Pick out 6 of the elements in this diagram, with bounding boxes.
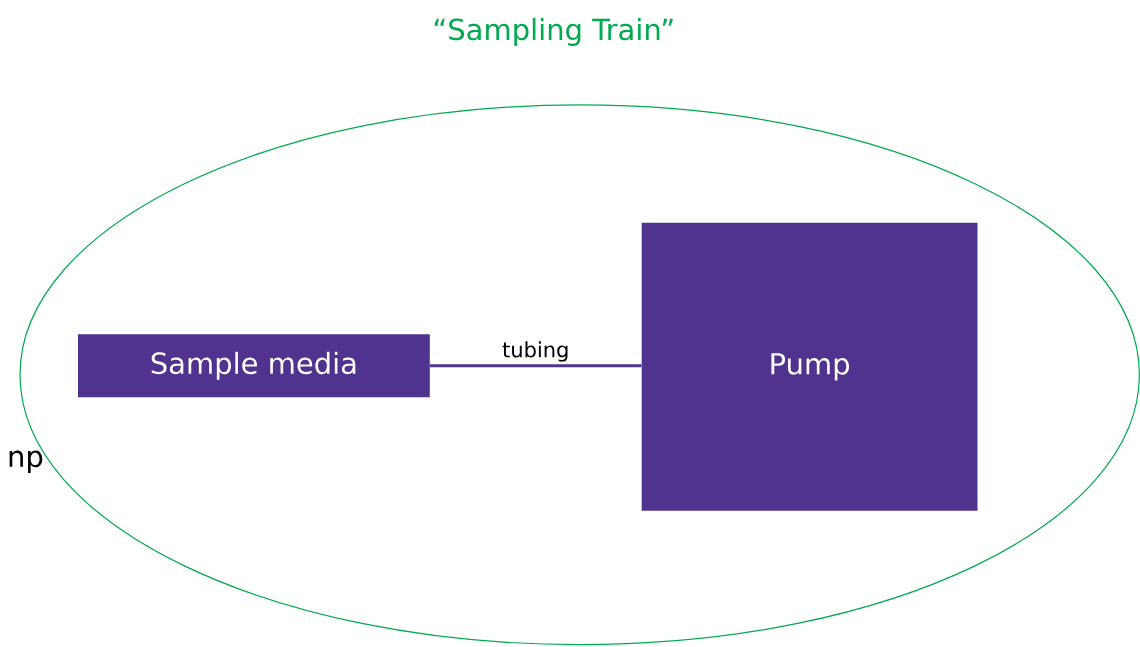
process-box: Sample media xyxy=(77,334,430,398)
edge-label: tubing xyxy=(502,341,568,362)
title: “Sampling Train” xyxy=(434,18,673,47)
process-box: Pump xyxy=(641,223,978,511)
connector-line xyxy=(430,364,642,368)
label: np xyxy=(9,450,43,474)
